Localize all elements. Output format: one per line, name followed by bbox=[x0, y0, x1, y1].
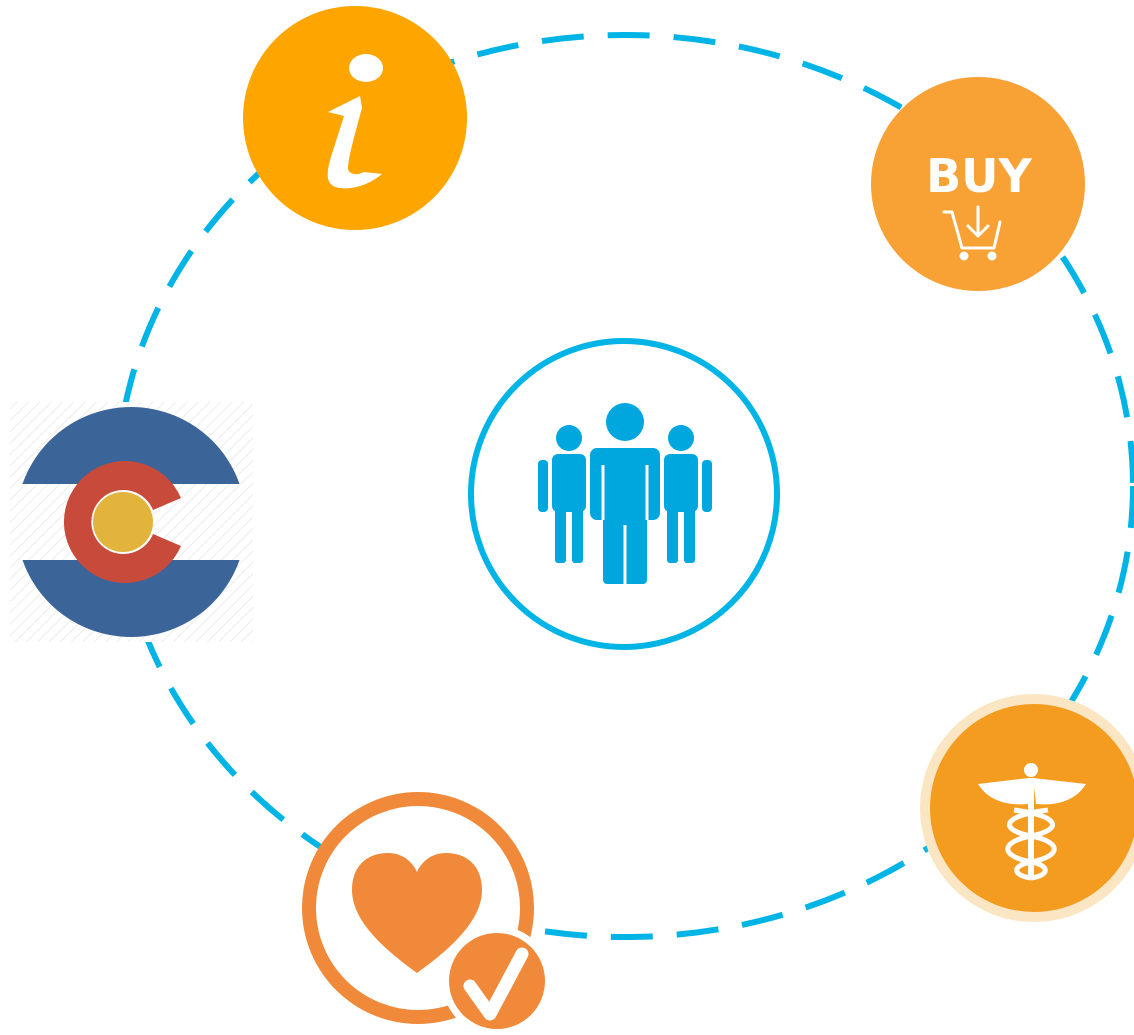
buy-cart-icon bbox=[942, 205, 1002, 261]
favorite-node[interactable] bbox=[302, 792, 552, 1035]
group-of-people-icon bbox=[538, 403, 712, 584]
info-icon bbox=[327, 54, 383, 189]
colorado-node[interactable] bbox=[10, 402, 253, 642]
caduceus-icon bbox=[978, 763, 1086, 881]
center-group-node[interactable] bbox=[468, 338, 780, 650]
buy-node[interactable]: BUY bbox=[871, 77, 1085, 291]
health-node[interactable] bbox=[920, 694, 1134, 922]
heart-icon bbox=[352, 853, 482, 973]
buy-label: BUY bbox=[926, 149, 1032, 203]
check-badge-icon bbox=[442, 926, 552, 1035]
dashed-ring bbox=[114, 32, 1134, 940]
info-node[interactable] bbox=[243, 6, 467, 230]
